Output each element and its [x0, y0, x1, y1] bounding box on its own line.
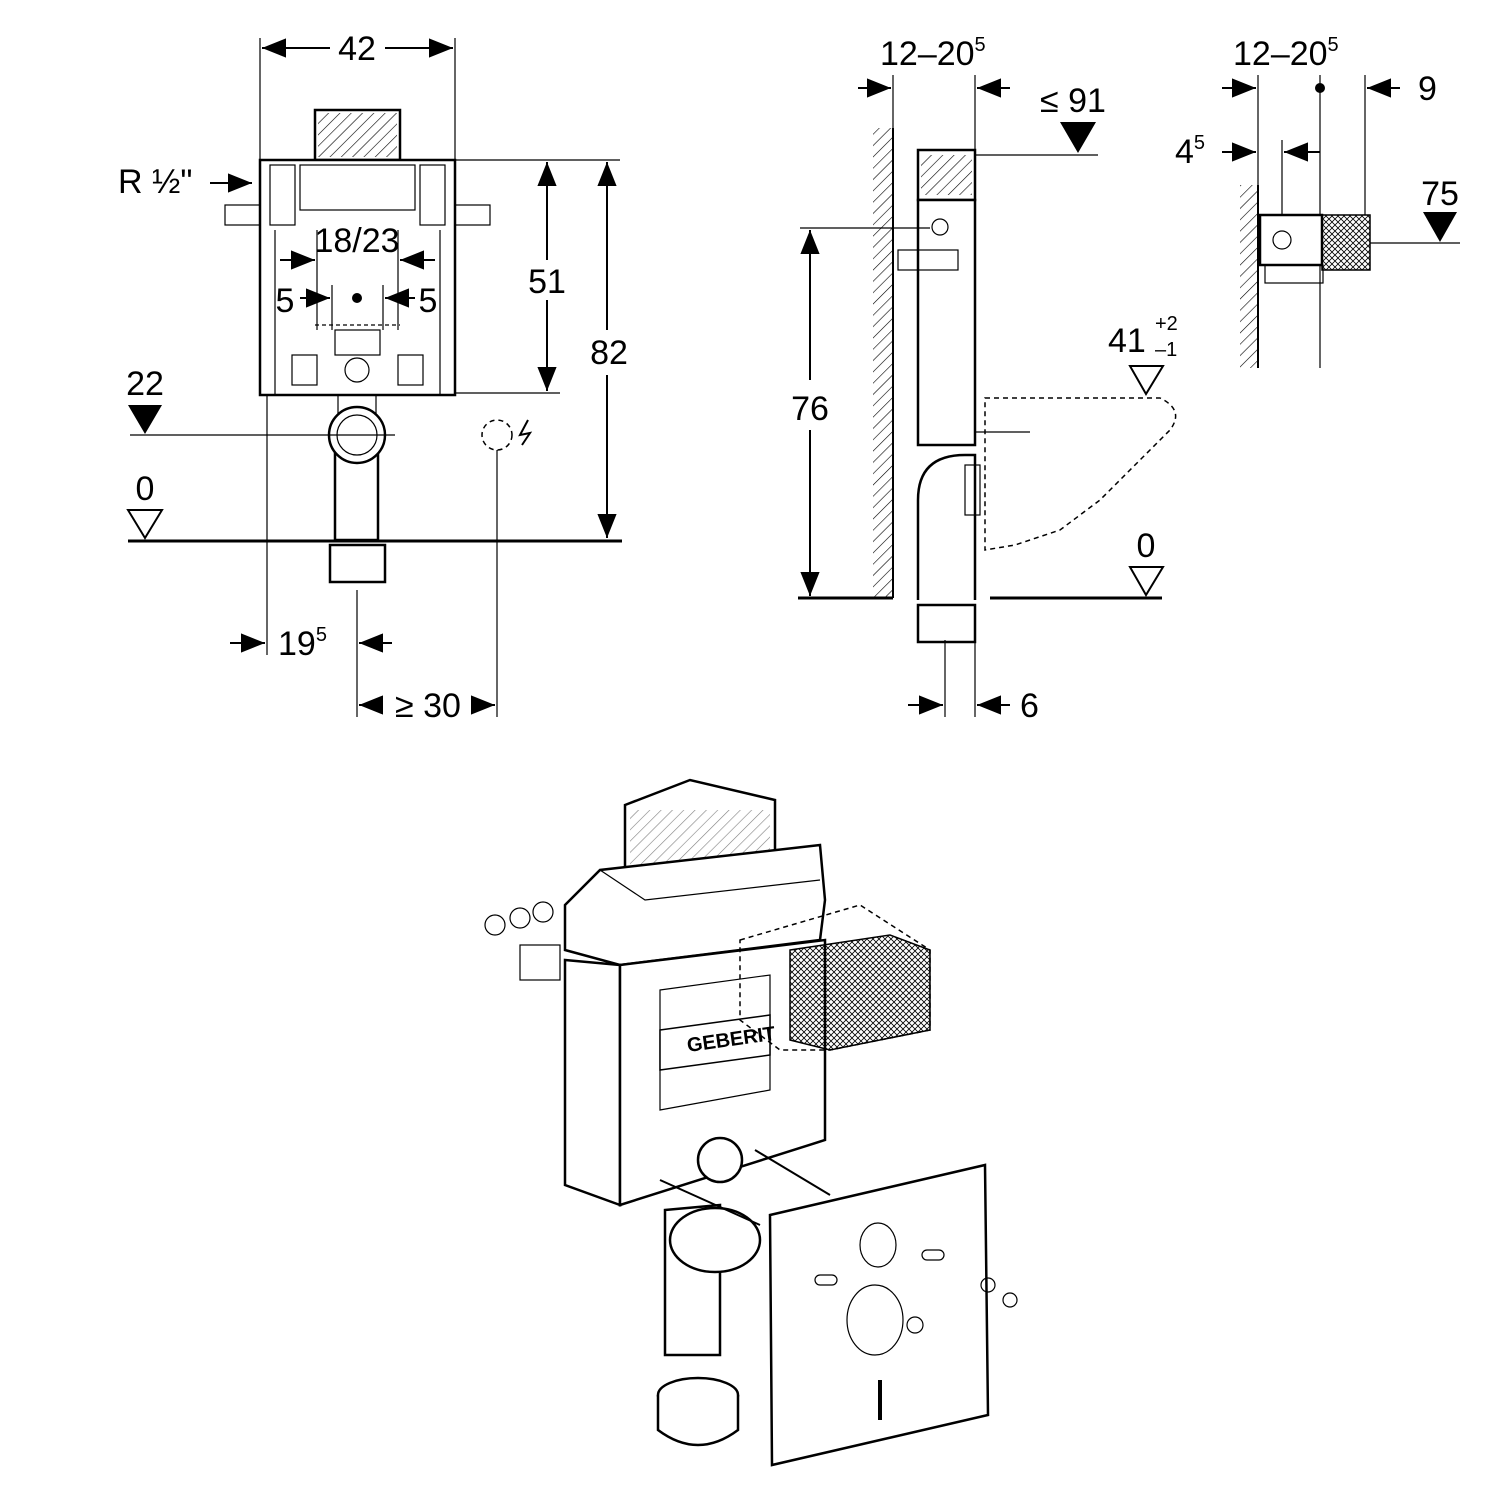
detail-dim-wall-gap: 12–205	[1233, 34, 1339, 73]
dim-right-offset: 5	[419, 282, 438, 320]
dim-inner-spacing: 18/23	[314, 222, 399, 260]
dim-left-offset: 5	[276, 282, 295, 320]
detail-dim-inner-offset: 45	[1175, 132, 1205, 171]
level-marker-outline	[126, 509, 164, 540]
bracket-left	[224, 204, 261, 226]
detail-dim-box-height: 75	[1421, 175, 1459, 213]
iso-cistern	[563, 843, 827, 967]
front-view: 42 R ½" 18/23 5 5 51	[118, 30, 628, 725]
dim-side-offset: 195	[278, 624, 327, 663]
dim-bolt-height: 76	[791, 390, 829, 428]
side-drain-bend	[916, 453, 977, 600]
toilet-outline	[984, 397, 1177, 551]
bracket-right	[454, 204, 491, 226]
dim-max-height: ≤ 91	[1040, 82, 1106, 120]
detail-hatched-box	[1321, 214, 1371, 271]
level-marker-filled	[128, 405, 162, 434]
dim-total-height: 82	[590, 334, 628, 372]
iso-dashed-box	[739, 904, 931, 1051]
iso-sound-plate	[768, 1163, 990, 1467]
label-connection: R ½"	[118, 163, 192, 201]
dim-outlet-height: 22	[126, 365, 164, 403]
wall-hatch	[873, 128, 893, 598]
cistern-frame	[258, 158, 457, 397]
isometric-view: GEBERIT	[484, 778, 1018, 1467]
seat-tolerance-minus: –1	[1155, 339, 1177, 361]
side-pipe-socket	[916, 603, 977, 644]
side-view: 12–205 ≤ 91 76 41 +2 –1 0 6	[791, 34, 1178, 725]
dim-tank-height: 51	[528, 263, 566, 301]
iso-frame-front	[618, 938, 827, 1207]
label-floor-level: 0	[136, 470, 155, 508]
pipe-socket	[328, 543, 387, 584]
dim-wall-gap: 12–205	[880, 34, 986, 73]
iso-frame-left	[563, 958, 622, 1207]
dim-seat-height: 41	[1108, 322, 1146, 360]
power-socket	[481, 419, 513, 451]
detail-dim-box-depth: 9	[1418, 70, 1437, 108]
dim-width: 42	[338, 30, 376, 68]
seat-tolerance-plus: +2	[1155, 313, 1178, 335]
side-floor-label: 0	[1137, 527, 1156, 565]
side-frame	[916, 198, 977, 447]
drain-pipe	[333, 448, 380, 542]
dim-socket-distance: ≥ 30	[395, 687, 461, 725]
detail-view: 12–205 9 45 75	[1175, 34, 1460, 368]
dim-pipe-offset: 6	[1020, 687, 1039, 725]
